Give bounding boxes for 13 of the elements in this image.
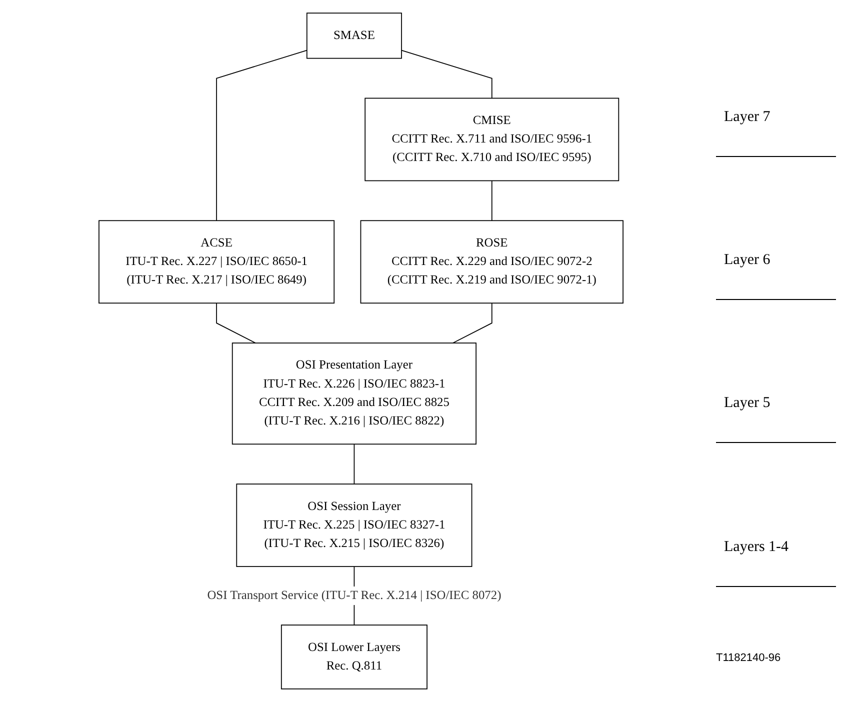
standard-box: ROSE CCITT Rec. X.229 and ISO/IEC 9072-2 (CCITT Rec. X.219 and ISO/IEC 9072-1) [360, 220, 624, 304]
layer-label: Layer 5 [716, 365, 836, 444]
standard-box: CMISE CCITT Rec. X.711 and ISO/IEC 9596-1 (CCITT Rec. X.710 and ISO/IEC 9595) [364, 98, 620, 182]
layer-label: Layers 1-4 [716, 508, 836, 587]
standard-box: SMASE [306, 12, 402, 59]
layer-label: Layer 7 [716, 78, 836, 157]
standard-box: OSI Session Layer ITU-T Rec. X.225 | ISO/IEC 8327-1 (ITU-T Rec. X.215 | ISO/IEC 8326) [236, 484, 472, 567]
layer-label: Layer 6 [716, 222, 836, 300]
standard-box: ACSE ITU-T Rec. X.227 | ISO/IEC 8650-1 (ITU-T Rec. X.217 | ISO/IEC 8649) [98, 220, 335, 304]
standard-box: OSI Presentation Layer ITU-T Rec. X.226 | ISO/IEC 8823-1 CCITT Rec. X.209 and ISO/IEC 8825 (ITU-T Rec. X.216 | ISO/IEC 8822) [232, 342, 476, 445]
figure-number: T1182140-96 [716, 652, 782, 664]
standard-box: OSI Lower Layers Rec. Q.811 [280, 624, 428, 690]
edge-label: OSI Transport Service (ITU-T Rec. X.214 | ISO/IEC 8072) [207, 586, 502, 606]
